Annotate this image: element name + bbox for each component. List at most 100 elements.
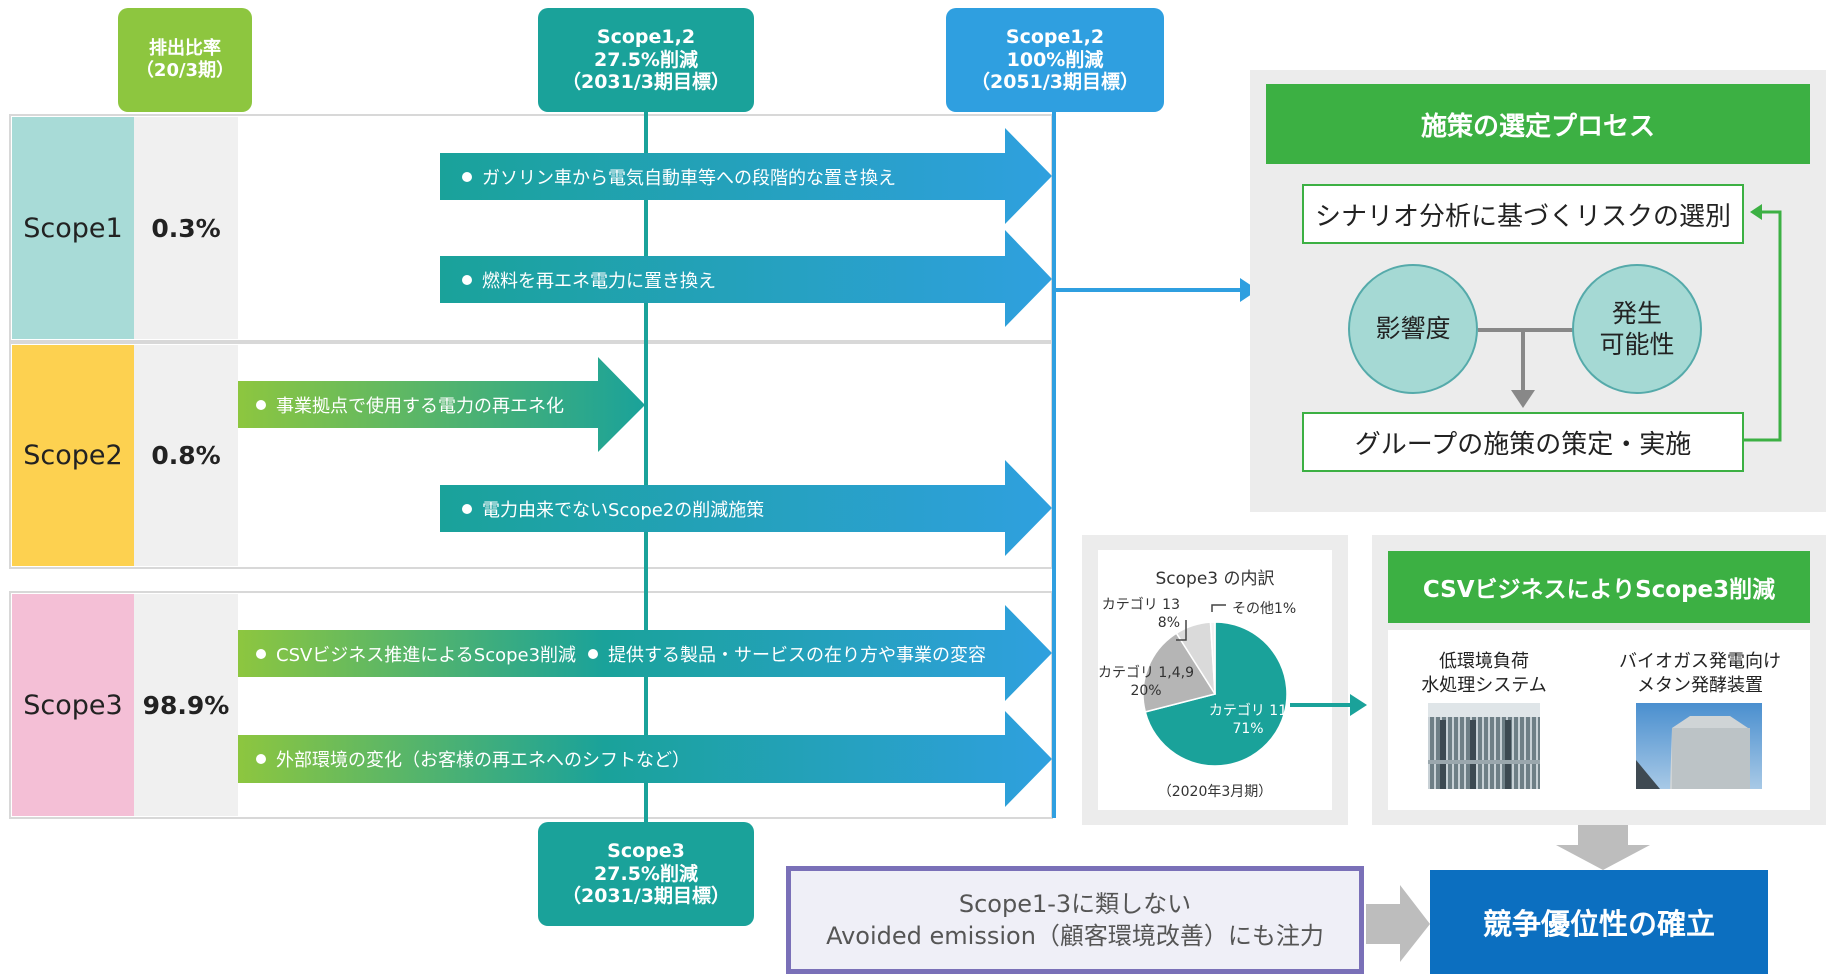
scope1-label: Scope1 bbox=[12, 117, 134, 339]
leader-cat13 bbox=[1176, 620, 1187, 641]
pie-slice-3 bbox=[1209, 621, 1216, 695]
pie-title-text: Scope3 の内訳 bbox=[1155, 569, 1275, 589]
result-text: 競争優位性の確立 bbox=[1482, 907, 1715, 941]
pie-label-cat13: カテゴリ 13 8% bbox=[1100, 596, 1180, 632]
target-2031-line3: （2031/3期目標） bbox=[561, 71, 731, 94]
bullet-icon bbox=[256, 754, 266, 764]
scope3-pie-chart bbox=[1142, 621, 1288, 767]
target-scope3-line2: 27.5%削減 bbox=[594, 862, 698, 885]
bullet-icon bbox=[462, 172, 472, 182]
arrow-scope3-a bbox=[238, 605, 1052, 701]
target-2051-pill: Scope1,2 100%削減 （2051/3期目標） bbox=[946, 8, 1164, 112]
connector-arrowhead bbox=[1240, 278, 1258, 302]
csv-item1-line1: 低環境負荷 bbox=[1439, 651, 1529, 672]
action-scope3-b-text: 提供する製品・サービスの在り方や事業の変容 bbox=[608, 645, 987, 666]
process-title: 施策の選定プロセス bbox=[1266, 84, 1810, 164]
likelihood-line1: 発生 bbox=[1611, 298, 1662, 328]
scope2-ratio: 0.8% bbox=[134, 345, 238, 566]
impact-circle: 影響度 bbox=[1348, 264, 1478, 394]
pie-label-cat149-name: カテゴリ 1,4,9 bbox=[1097, 665, 1195, 681]
action-scope2-a-text: 事業拠点で使用する電力の再エネ化 bbox=[276, 396, 564, 417]
process-step2-text: グループの施策の策定・実施 bbox=[1354, 429, 1692, 460]
pie-footnote: （2020年3月期） bbox=[1098, 781, 1332, 801]
bullet-icon bbox=[462, 504, 472, 514]
pie-label-cat11-name: カテゴリ 11 bbox=[1208, 703, 1288, 719]
pie-to-csv-arrowhead bbox=[1350, 694, 1367, 716]
csv-item2-caption: バイオガス発電向け メタン発酵装置 bbox=[1600, 650, 1800, 699]
pie-label-cat13-pct: 8% bbox=[1157, 615, 1180, 632]
csv-title-text: CSVビジネスによりScope3削減 bbox=[1422, 577, 1776, 603]
scope2-label: Scope2 bbox=[12, 345, 134, 566]
target-scope3-line1: Scope3 bbox=[607, 839, 685, 862]
avoided-line2: Avoided emission（顧客環境改善）にも注力 bbox=[826, 922, 1324, 950]
result-box: 競争優位性の確立 bbox=[1430, 870, 1768, 974]
action-scope3-c-text: 外部環境の変化（お客様の再エネへのシフトなど） bbox=[276, 750, 690, 771]
target-2031-line1: Scope1,2 bbox=[596, 25, 696, 48]
scope2-ratio-value: 0.8% bbox=[151, 441, 221, 470]
process-step1: シナリオ分析に基づくリスクの選別 bbox=[1302, 184, 1744, 244]
action-scope3-a: CSVビジネス推進によるScope3削減 提供する製品・サービスの在り方や事業の… bbox=[256, 640, 986, 668]
scope1-ratio-value: 0.3% bbox=[151, 213, 221, 243]
avoided-to-result-arrow bbox=[1366, 885, 1430, 962]
pie-title: Scope3 の内訳 bbox=[1098, 564, 1332, 589]
pie-label-cat13-name: カテゴリ 13 bbox=[1101, 597, 1180, 613]
arrow-scope2-b bbox=[440, 460, 1052, 556]
leader-other bbox=[1211, 604, 1226, 612]
action-scope1-b: 燃料を再エネ電力に置き換え bbox=[462, 266, 716, 294]
pie-label-cat149: カテゴリ 1,4,9 20% bbox=[1094, 664, 1198, 700]
impact-text: 影響度 bbox=[1375, 314, 1451, 344]
likelihood-circle: 発生 可能性 bbox=[1572, 264, 1702, 394]
process-step1-text: シナリオ分析に基づくリスクの選別 bbox=[1314, 201, 1731, 232]
pie-slice-1 bbox=[1142, 632, 1217, 713]
arrow-scope3-b bbox=[238, 711, 1052, 807]
target-scope3-line3: （2031/3期目標） bbox=[561, 885, 731, 908]
pie-label-cat11-pct: 71% bbox=[1232, 721, 1264, 738]
scope3-ratio-value: 98.9% bbox=[142, 690, 230, 720]
action-scope3-c: 外部環境の変化（お客様の再エネへのシフトなど） bbox=[256, 745, 690, 773]
csv-item2-line1: バイオガス発電向け bbox=[1619, 651, 1781, 672]
pie-label-cat11: カテゴリ 11 71% bbox=[1196, 702, 1300, 738]
arrow-scope1-a bbox=[440, 128, 1052, 224]
target-2051-line3: （2051/3期目標） bbox=[970, 71, 1140, 94]
target-2051-line1: Scope1,2 bbox=[1005, 25, 1105, 48]
target-2031-line2: 27.5%削減 bbox=[594, 48, 698, 71]
feedback-line bbox=[1742, 210, 1782, 442]
arrow-scope2-a bbox=[238, 357, 645, 452]
ratio-pill-line1: 排出比率 bbox=[149, 38, 221, 60]
action-scope1-b-text: 燃料を再エネ電力に置き換え bbox=[482, 271, 716, 292]
ratio-pill-line2: （20/3期） bbox=[135, 60, 235, 81]
feedback-arrowhead bbox=[1750, 204, 1762, 220]
pie-slice-0 bbox=[1144, 621, 1288, 767]
target-2031-pill: Scope1,2 27.5%削減 （2031/3期目標） bbox=[538, 8, 754, 112]
process-title-text: 施策の選定プロセス bbox=[1420, 111, 1655, 142]
methane-tank-photo bbox=[1636, 703, 1762, 789]
scope1-ratio: 0.3% bbox=[134, 117, 238, 339]
target-2051-line2: 100%削減 bbox=[1006, 48, 1104, 71]
process-step2: グループの施策の策定・実施 bbox=[1302, 412, 1744, 472]
scope3-name: Scope3 bbox=[23, 689, 123, 721]
bullet-icon bbox=[256, 649, 266, 659]
water-treatment-photo bbox=[1428, 703, 1540, 789]
csv-item2-line2: メタン発酵装置 bbox=[1637, 675, 1763, 697]
action-scope2-b: 電力由来でないScope2の削減施策 bbox=[462, 495, 764, 523]
down-arrowhead bbox=[1511, 390, 1535, 408]
avoided-emission-box: Scope1-3に類しない Avoided emission（顧客環境改善）にも… bbox=[786, 866, 1364, 974]
action-scope3-a-text: CSVビジネス推進によるScope3削減 bbox=[276, 645, 577, 666]
scope3-ratio: 98.9% bbox=[134, 594, 238, 816]
pie-label-other: その他1% bbox=[1232, 598, 1296, 618]
arrow-scope1-b bbox=[440, 230, 1052, 327]
pie-footnote-text: （2020年3月期） bbox=[1157, 784, 1273, 800]
ratio-pill: 排出比率 （20/3期） bbox=[118, 8, 252, 112]
action-scope1-a: ガソリン車から電気自動車等への段階的な置き換え bbox=[462, 163, 896, 191]
avoided-line1: Scope1-3に類しない bbox=[958, 889, 1192, 918]
action-scope2-b-text: 電力由来でないScope2の削減施策 bbox=[482, 500, 765, 521]
bullet-icon bbox=[588, 649, 599, 659]
csv-title: CSVビジネスによりScope3削減 bbox=[1388, 551, 1810, 623]
scope1-name: Scope1 bbox=[23, 212, 123, 244]
bullet-icon bbox=[256, 400, 266, 410]
scope3-label: Scope3 bbox=[12, 594, 134, 816]
csv-item1-caption: 低環境負荷 水処理システム bbox=[1394, 650, 1574, 699]
target-scope3-pill: Scope3 27.5%削減 （2031/3期目標） bbox=[538, 822, 754, 926]
bullet-icon bbox=[462, 275, 472, 285]
scope2-name: Scope2 bbox=[23, 440, 123, 471]
